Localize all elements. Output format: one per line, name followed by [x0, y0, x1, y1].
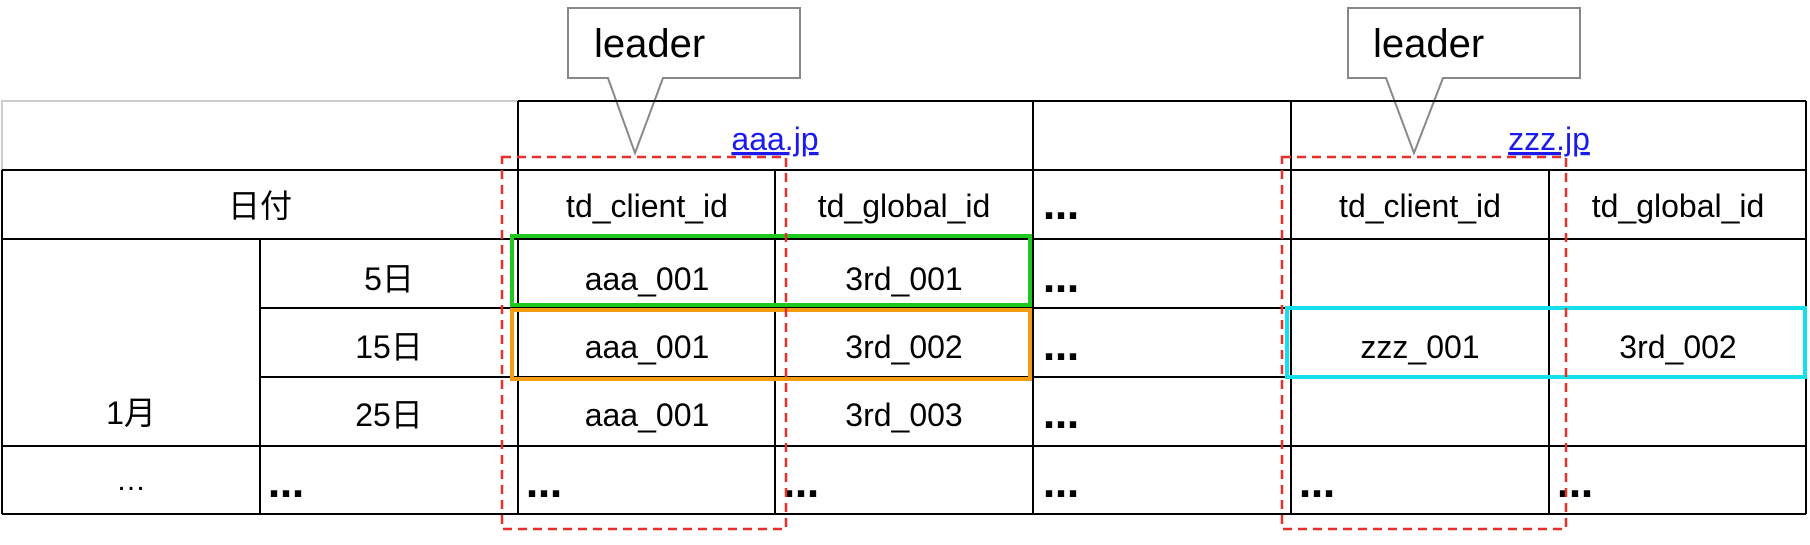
- mid-ellipsis-cell: …: [1043, 465, 1079, 506]
- table-row: 25日 aaa_001 3rd_003 …: [355, 396, 1079, 437]
- mid-ellipsis-cell: …: [1043, 260, 1079, 301]
- month-label: 1月: [106, 395, 156, 431]
- highlight-box-green: [510, 234, 1032, 307]
- day-cell: 5日: [364, 261, 414, 297]
- aaa-global-id-cell: 3rd_001: [845, 261, 962, 297]
- callout-bubble-shape: [1347, 7, 1581, 156]
- zzz-global-id-cell: 3rd_002: [1619, 329, 1736, 365]
- highlight-box-cyan: [1285, 306, 1807, 379]
- highlight-box-orange: [510, 308, 1032, 381]
- table-row: 15日 aaa_001 3rd_002 … zzz_001 3rd_002: [355, 328, 1737, 369]
- header-aaa-global-id: td_global_id: [818, 188, 991, 224]
- domain-link-zzz[interactable]: zzz.jp: [1508, 121, 1590, 157]
- header-zzz-client-id: td_client_id: [1339, 188, 1501, 224]
- day-cell: 15日: [355, 329, 423, 365]
- header-date: 日付: [228, 188, 292, 224]
- zzz-client-id-cell: zzz_001: [1360, 329, 1479, 365]
- leader-column-outline-zzz: [1280, 155, 1568, 531]
- header-zzz-global-id: td_global_id: [1592, 188, 1765, 224]
- mid-ellipsis-cell: …: [1043, 396, 1079, 437]
- day-ellipsis-cell: …: [268, 465, 304, 506]
- aaa-client-id-cell: aaa_001: [585, 261, 710, 297]
- callout-bubble-shape: [567, 7, 801, 156]
- month-ellipsis-cell: …: [116, 464, 146, 497]
- callout-label: leader: [594, 22, 705, 66]
- top-left-empty-cell: [1, 100, 519, 171]
- aaa-client-id-cell: aaa_001: [585, 329, 710, 365]
- mid-ellipsis-cell: …: [1043, 328, 1079, 369]
- domain-link-aaa[interactable]: aaa.jp: [731, 121, 818, 157]
- table-row: 5日 aaa_001 3rd_001 …: [364, 260, 1079, 301]
- leader-column-outline-aaa: [500, 155, 788, 531]
- zzz-client-ellipsis-cell: …: [1299, 465, 1335, 506]
- aaa-global-ellipsis-cell: …: [783, 465, 819, 506]
- header-mid-ellipsis: …: [1043, 187, 1079, 228]
- aaa-client-ellipsis-cell: …: [526, 465, 562, 506]
- leader-callout-zzz: leader: [1347, 7, 1581, 156]
- zzz-global-ellipsis-cell: …: [1557, 465, 1593, 506]
- day-cell: 25日: [355, 397, 423, 433]
- aaa-global-id-cell: 3rd_003: [845, 397, 962, 433]
- callout-label: leader: [1373, 22, 1484, 66]
- table-row-ellipsis: … … … … … … …: [116, 464, 1593, 506]
- aaa-client-id-cell: aaa_001: [585, 397, 710, 433]
- leader-callout-aaa: leader: [567, 7, 801, 156]
- header-aaa-client-id: td_client_id: [566, 188, 728, 224]
- aaa-global-id-cell: 3rd_002: [845, 329, 962, 365]
